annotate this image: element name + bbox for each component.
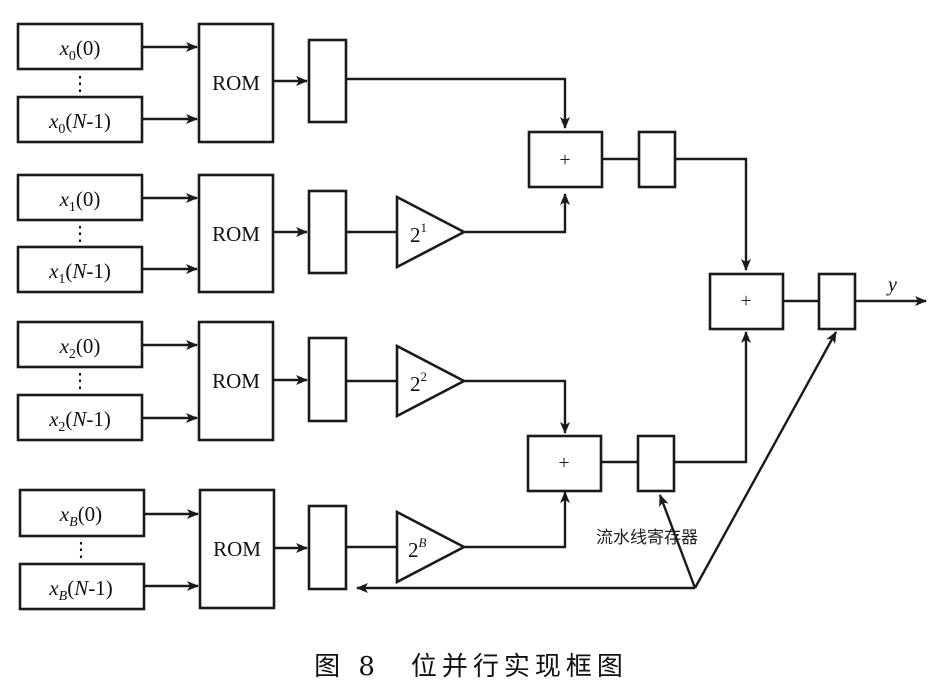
pointer-to-pipeline-register-output [693, 331, 838, 589]
wire-register-top-to-final-adder [675, 157, 751, 271]
input-box-x1-n-1 [16, 245, 144, 294]
rom-block-1 [197, 173, 275, 294]
input-box-x0-0 [16, 22, 144, 71]
ellipsis-row-2: ⋮ [70, 370, 90, 392]
row-1: x1(0) ⋮ x1(N-1) ROM 21 [16, 173, 570, 294]
row-2: x2(0) ⋮ x2(N-1) ROM 22 [16, 320, 570, 442]
ellipsis-row-1: ⋮ [70, 223, 90, 245]
row-b: xB(0) ⋮ xB(N-1) ROM 2B [18, 488, 570, 611]
register-1 [307, 189, 348, 275]
adder-final [708, 272, 785, 331]
rom-block-b [198, 488, 276, 610]
input-label-x1-0: x1(0) [59, 187, 101, 215]
input-box-x2-n-1 [16, 393, 144, 442]
register-0 [307, 38, 348, 124]
pointer-to-pipeline-register-bottom [658, 494, 697, 589]
adder-bottom [526, 434, 603, 493]
adder-top-plus-sign: + [559, 149, 570, 171]
adder-bottom-plus-sign: + [558, 452, 569, 474]
wire-gain-1-to-adder-a [464, 193, 570, 234]
input-box-x2-0 [16, 320, 144, 369]
gain-label-1: 21 [410, 220, 427, 247]
adder-stage-top: + [527, 130, 751, 271]
pipeline-register-annotation: 流水线寄存器 [356, 331, 838, 593]
ellipsis-row-0: ⋮ [70, 73, 90, 95]
input-label-x1-n-1: x1(N-1) [48, 259, 111, 287]
figure-caption: 图 8 位并行实现框图 [314, 652, 628, 682]
gain-block-2-pow-1 [395, 194, 467, 270]
rom-block-2 [197, 320, 275, 442]
wire-gain-b-to-adder-b [464, 491, 570, 549]
rom-label-1: ROM [212, 222, 260, 246]
input-label-x0-n-1: x0(N-1) [48, 109, 111, 137]
input-label-xb-0: xB(0) [59, 502, 102, 530]
rom-block-0 [197, 22, 275, 144]
pipeline-register-bottom [636, 434, 676, 493]
pipeline-register-label: 流水线寄存器 [596, 528, 698, 548]
pipeline-register-top [637, 130, 677, 189]
rom-label-b: ROM [213, 537, 261, 561]
gain-label-2: 22 [410, 369, 427, 396]
row-0: x0(0) ⋮ x0(N-1) ROM [16, 22, 570, 144]
final-adder-stage: + y [708, 272, 927, 331]
wire-register-bottom-to-final-adder [674, 331, 751, 464]
input-label-x2-0: x2(0) [59, 334, 101, 362]
input-label-xb-n-1: xB(N-1) [48, 576, 112, 604]
input-box-xb-0 [18, 488, 146, 538]
gain-label-b: 2B [408, 535, 427, 562]
input-box-x0-n-1 [16, 95, 144, 144]
adder-final-plus-sign: + [740, 290, 751, 312]
input-label-x2-n-1: x2(N-1) [48, 407, 111, 435]
rom-label-2: ROM [212, 369, 260, 393]
input-box-xb-n-1 [18, 562, 146, 611]
register-2 [307, 336, 348, 423]
gain-block-2-pow-b [395, 509, 467, 585]
adder-stage-bottom: + [526, 331, 751, 493]
wire-gain-2-to-adder-b [464, 379, 570, 434]
rom-label-0: ROM [212, 71, 260, 95]
input-label-x0-0: x0(0) [59, 36, 101, 64]
wire-register-0-to-adder-a [346, 77, 570, 129]
pipeline-register-output [817, 272, 857, 331]
output-label-y: y [886, 274, 897, 296]
ellipsis-row-b: ⋮ [71, 539, 91, 561]
gain-block-2-pow-2 [395, 343, 467, 419]
register-b [307, 504, 348, 591]
input-box-x1-0 [16, 173, 144, 222]
